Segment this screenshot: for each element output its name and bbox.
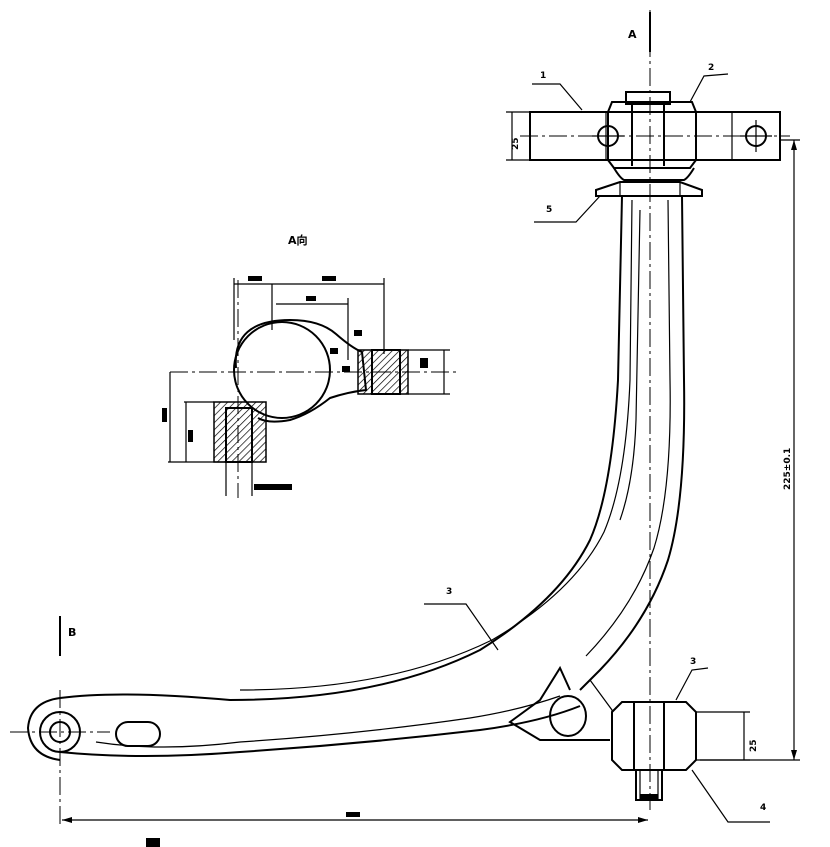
balloon-3-arm: 3 <box>446 587 452 597</box>
balloon-5: 5 <box>546 205 552 215</box>
control-arm-body <box>10 195 686 826</box>
dim-pin-mark <box>640 794 658 800</box>
top-bushing <box>607 91 697 181</box>
cropped-text-fragment <box>146 838 160 847</box>
dimension-bottom-height: 25 <box>743 712 759 760</box>
balloon-2: 2 <box>708 63 714 73</box>
leader-4: 4 <box>691 769 770 823</box>
top-bracket <box>529 111 781 161</box>
balloon-1: 1 <box>540 71 546 81</box>
balloon-3-bushing: 3 <box>690 657 696 667</box>
view-b-marker: B <box>59 616 76 656</box>
view-a-detail: A向 <box>162 233 460 498</box>
dim-top-height-text: 25 <box>511 137 521 150</box>
dimension-top-height: 25 <box>506 111 530 161</box>
view-a-marker-label: A <box>628 28 637 41</box>
top-flange <box>595 181 703 197</box>
leader-1: 1 <box>532 71 583 111</box>
dimension-vertical: 225±0.1 <box>700 139 800 761</box>
view-b-marker-label: B <box>68 626 76 639</box>
view-a-title: A向 <box>288 233 308 247</box>
dimension-horizontal <box>62 812 648 823</box>
leader-2: 2 <box>689 63 729 103</box>
leader-5: 5 <box>534 195 601 223</box>
leader-3-arm: 3 <box>424 587 499 651</box>
dim-bottom-height-text: 25 <box>749 739 759 752</box>
dim-vertical-text: 225±0.1 <box>783 448 793 490</box>
balloon-4: 4 <box>760 803 766 813</box>
view-a-marker: A <box>628 12 651 52</box>
leader-3-bushing: 3 <box>675 657 709 701</box>
bottom-bushing <box>611 701 750 801</box>
